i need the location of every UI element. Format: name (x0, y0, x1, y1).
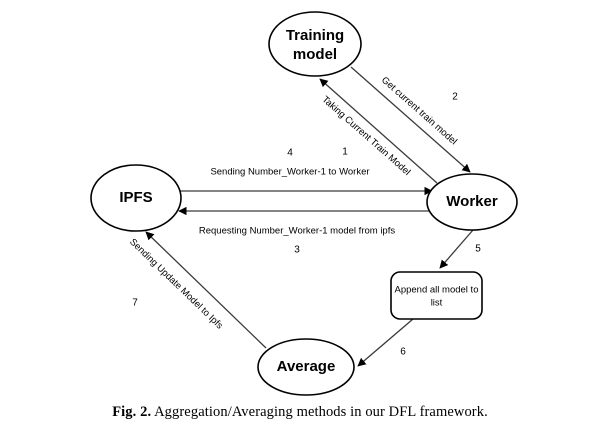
edge-ipfs-to-worker: Sending Number_Worker-1 to Worker 4 (177, 148, 433, 196)
edge-training-to-worker: Get current train model 2 (350, 66, 471, 173)
edge-number-2: 2 (452, 92, 458, 103)
node-average[interactable]: Average (257, 338, 355, 396)
edge-label-taking-current-train-model: Taking Current Train Model (320, 94, 413, 178)
edge-number-3: 3 (294, 245, 300, 256)
node-append-list[interactable]: Append all model to list (390, 271, 483, 320)
node-worker[interactable]: Worker (426, 173, 518, 231)
edge-number-5: 5 (475, 244, 481, 255)
edge-worker-to-append: 5 (439, 229, 481, 269)
edge-number-1: 1 (342, 147, 348, 158)
edge-append-to-average: 6 (357, 318, 414, 367)
node-append-list-label-line2: list (431, 298, 443, 309)
edge-number-7: 7 (132, 298, 138, 309)
node-ipfs[interactable]: IPFS (90, 164, 182, 232)
edge-label-sending-number-worker-to-worker: Sending Number_Worker-1 to Worker (210, 167, 369, 178)
node-worker-label: Worker (446, 193, 498, 210)
edge-number-6: 6 (400, 347, 406, 358)
edge-average-to-ipfs: Sending Update Model to Ipfs 7 (127, 231, 267, 349)
edge-number-4: 4 (287, 148, 293, 159)
edge-worker-to-ipfs: Requesting Number_Worker-1 model from ip… (178, 206, 432, 256)
edge-label-requesting-number-worker-model-from-ipfs: Requesting Number_Worker-1 model from ip… (199, 226, 395, 237)
node-average-label: Average (277, 358, 336, 375)
node-append-list-label-line1: Append all model to (395, 285, 479, 296)
node-training-model-label-line2: model (293, 46, 337, 63)
node-training-model[interactable]: Training model (268, 11, 362, 77)
figure-caption: Fig. 2. Aggregation/Averaging methods in… (0, 404, 600, 421)
edge-label-get-current-train-model: Get current train model (379, 75, 459, 148)
figure-caption-number: Fig. 2. (112, 404, 152, 420)
edge-label-sending-update-model-to-ipfs: Sending Update Model to Ipfs (127, 237, 225, 332)
node-ipfs-label: IPFS (119, 189, 152, 206)
node-training-model-label-line1: Training (286, 27, 344, 44)
figure-caption-text: Aggregation/Averaging methods in our DFL… (154, 404, 488, 420)
